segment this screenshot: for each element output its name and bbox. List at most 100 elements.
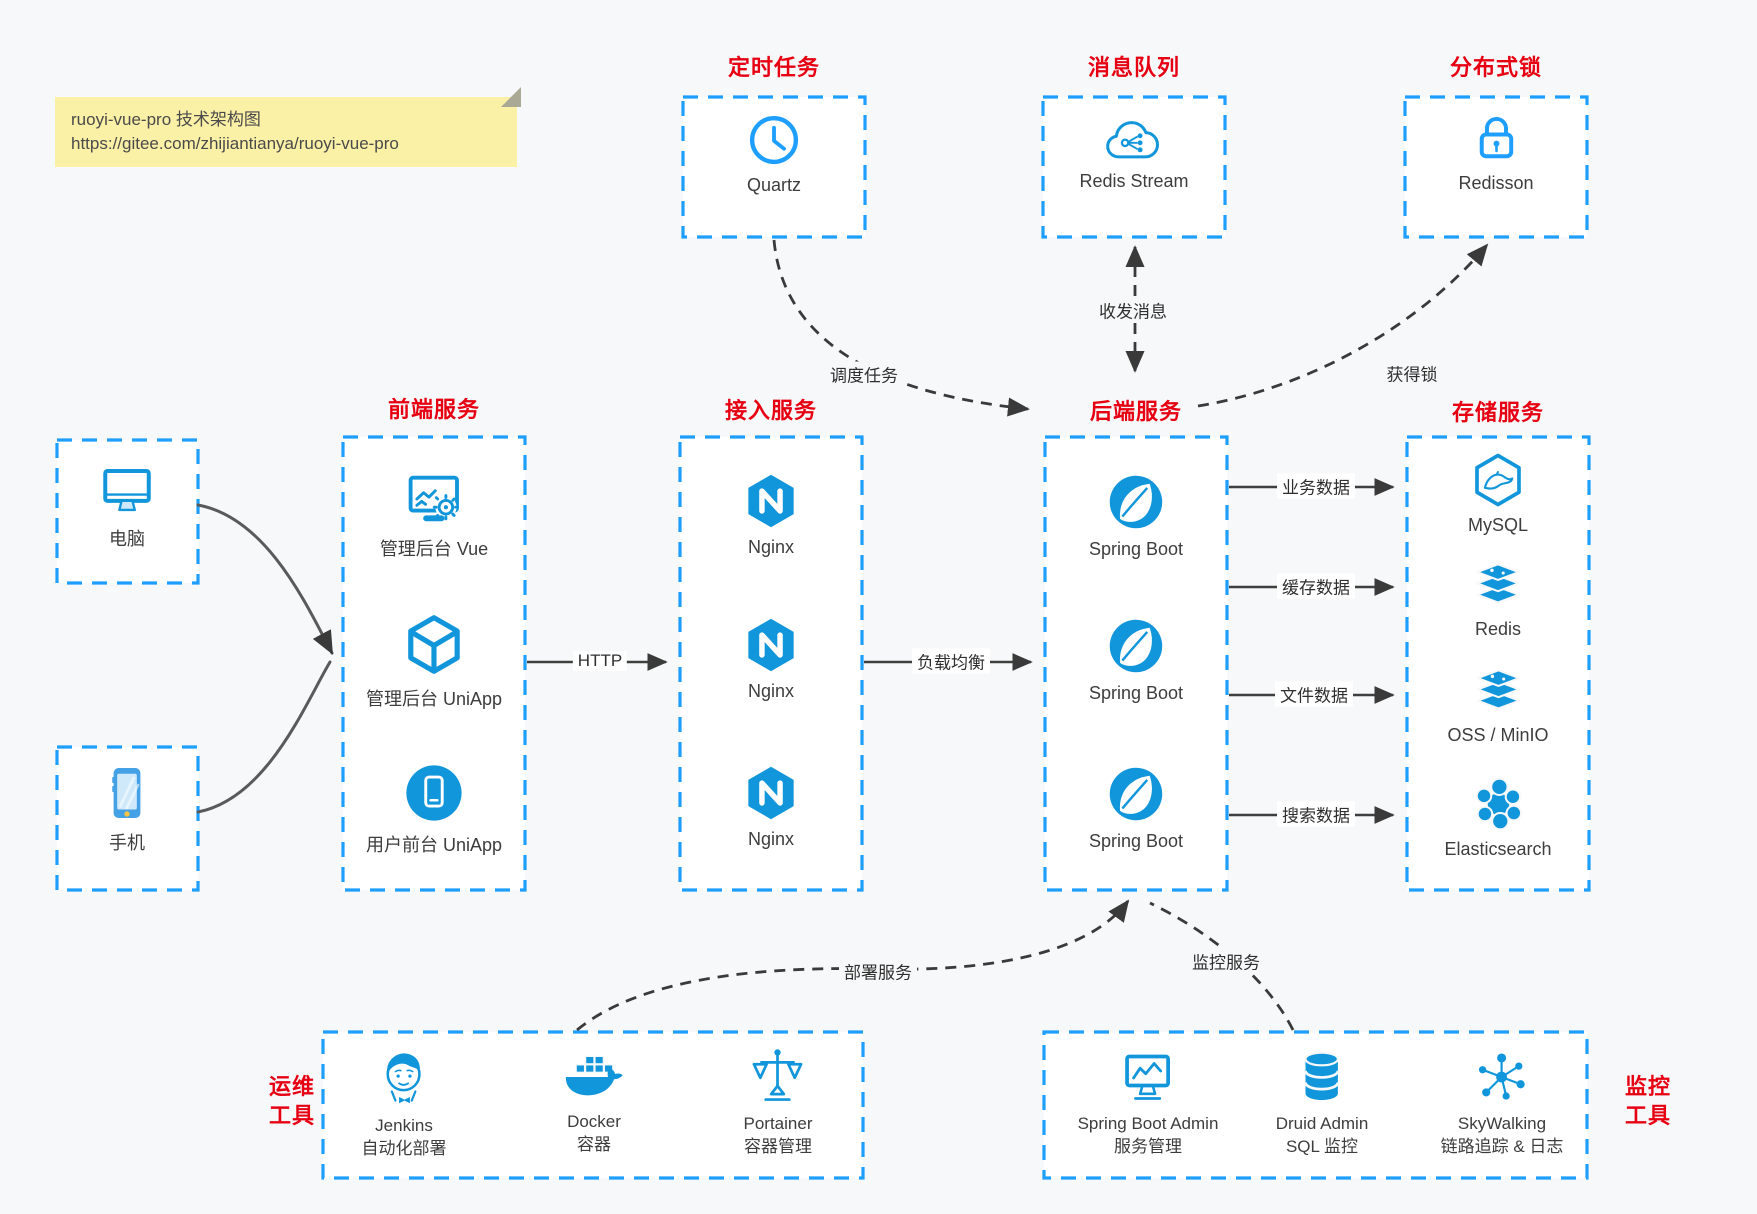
redis-stack-icon [1476, 563, 1520, 604]
pc-box [55, 438, 200, 585]
desktop-icon [103, 468, 151, 512]
node-redis: Redis [1470, 560, 1526, 640]
node-mysql: MySQL [1468, 452, 1528, 536]
node-label: 管理后台 Vue [379, 539, 489, 559]
node-label: Druid Admin SQL 监控 [1275, 1114, 1369, 1156]
note-url: https://gitee.com/zhijiantianya/ruoyi-vu… [71, 134, 399, 153]
redis-stack-icon [1476, 669, 1520, 710]
node-oss-minio: OSS / MinIO [1447, 666, 1549, 746]
redis-stream-box [1041, 95, 1227, 239]
node-label: Nginx [747, 681, 795, 701]
node-label: 手机 [109, 833, 145, 853]
node-label: Spring Boot Admin 服务管理 [1077, 1114, 1219, 1156]
edge-label-http: HTTP [572, 651, 628, 671]
node-admin-vue: 管理后台 Vue [380, 470, 488, 561]
edge-label-search-data: 搜索数据 [1277, 801, 1355, 827]
node-skywalking: SkyWalking 链路追踪 & 日志 [1440, 1048, 1564, 1158]
spring-boot-admin-icon [1125, 1054, 1171, 1100]
uniapp-cube-icon [408, 615, 460, 674]
node-label: Nginx [747, 829, 795, 849]
edge-schedule [772, 239, 1030, 417]
lock-icon [1479, 116, 1513, 159]
node-pc: 电脑 [98, 462, 156, 551]
title-message-queue: 消息队列 [1087, 55, 1181, 80]
node-label: 用户前台 UniApp [365, 835, 503, 855]
node-phone: 手机 [102, 764, 152, 855]
node-spring-boot-2: Spring Boot [1089, 616, 1183, 704]
edge-phone-frontend [196, 660, 332, 814]
node-label: Jenkins 自动化部署 [361, 1116, 447, 1158]
node-label: Spring Boot [1088, 831, 1184, 851]
edge-pc-frontend [196, 503, 334, 655]
node-label: Spring Boot [1088, 683, 1184, 703]
smartphone-icon [112, 768, 141, 818]
sticky-note: ruoyi-vue-pro 技术架构图 https://gitee.com/zh… [55, 87, 521, 167]
title-gateway: 接入服务 [724, 398, 818, 423]
node-label: Redis [1474, 619, 1522, 639]
node-quartz: Quartz [746, 112, 802, 196]
monitor-group-label: 监控 工具 [1624, 1074, 1672, 1128]
title-distributed-lock: 分布式锁 [1449, 55, 1543, 80]
app-circle-icon [406, 765, 462, 821]
edge-label-deploy: 部署服务 [839, 958, 917, 984]
spring-icon [1109, 619, 1163, 673]
edge-label-schedule: 调度任务 [825, 361, 903, 387]
title-scheduled-tasks: 定时任务 [727, 55, 821, 80]
edge-label-lock: 获得锁 [1381, 360, 1443, 386]
edge-label-file-data: 文件数据 [1275, 681, 1353, 707]
admin-vue-icon [408, 475, 460, 522]
node-nginx-3: Nginx [742, 764, 800, 850]
node-label: Redis Stream [1079, 171, 1189, 191]
node-spring-boot-3: Spring Boot [1089, 764, 1183, 852]
node-label: Portainer 容器管理 [743, 1114, 813, 1156]
edge-label-cache-data: 缓存数据 [1277, 573, 1355, 599]
node-nginx-1: Nginx [742, 472, 800, 558]
node-label: Spring Boot [1088, 539, 1184, 559]
node-label: SkyWalking 链路追踪 & 日志 [1440, 1114, 1564, 1156]
nginx-icon [748, 766, 794, 820]
node-label: Elasticsearch [1444, 839, 1552, 859]
jenkins-icon [385, 1053, 421, 1104]
node-label: Nginx [747, 537, 795, 557]
node-jenkins: Jenkins 自动化部署 [362, 1046, 447, 1160]
note-title: ruoyi-vue-pro 技术架构图 [71, 110, 261, 129]
spring-icon [1109, 767, 1163, 821]
elasticsearch-icon [1475, 777, 1522, 831]
node-redis-stream: Redis Stream [1079, 116, 1189, 192]
edge-monitoring [1149, 901, 1295, 1031]
nginx-icon [748, 474, 794, 528]
node-user-uniapp: 用户前台 UniApp [366, 762, 502, 857]
spring-icon [1109, 475, 1163, 529]
node-label: OSS / MinIO [1447, 725, 1549, 745]
portainer-scales-icon [753, 1049, 803, 1101]
edge-label-messaging: 收发消息 [1094, 297, 1172, 323]
title-backend: 后端服务 [1089, 399, 1183, 424]
docker-icon [565, 1055, 623, 1096]
edge-lock [1197, 243, 1489, 408]
title-frontend: 前端服务 [387, 397, 481, 422]
title-storage: 存储服务 [1451, 400, 1545, 425]
druid-database-icon [1304, 1051, 1340, 1100]
node-redisson: Redisson [1458, 110, 1534, 194]
clock-icon [749, 115, 799, 165]
node-spring-boot-1: Spring Boot [1089, 472, 1183, 560]
ops-group-label: 运维 工具 [268, 1074, 316, 1128]
node-admin-uniapp: 管理后台 UniApp [366, 612, 502, 711]
cloud-share-icon [1105, 121, 1159, 159]
mysql-icon [1475, 453, 1521, 507]
node-label: Quartz [746, 175, 802, 195]
node-elasticsearch: Elasticsearch [1444, 776, 1552, 860]
node-label: 电脑 [109, 529, 145, 549]
edge-label-monitoring: 监控服务 [1187, 948, 1265, 974]
skywalking-network-icon [1479, 1053, 1526, 1100]
node-label: Docker 容器 [567, 1112, 621, 1154]
node-druid-admin: Druid Admin SQL 监控 [1275, 1048, 1369, 1158]
edge-label-load-balance: 负载均衡 [912, 648, 990, 674]
node-label: 管理后台 UniApp [365, 689, 503, 709]
node-spring-boot-admin: Spring Boot Admin 服务管理 [1077, 1050, 1219, 1158]
edge-label-business-data: 业务数据 [1277, 473, 1355, 499]
node-label: Redisson [1458, 173, 1534, 193]
nginx-icon [748, 618, 794, 672]
node-portainer: Portainer 容器管理 [743, 1046, 813, 1158]
